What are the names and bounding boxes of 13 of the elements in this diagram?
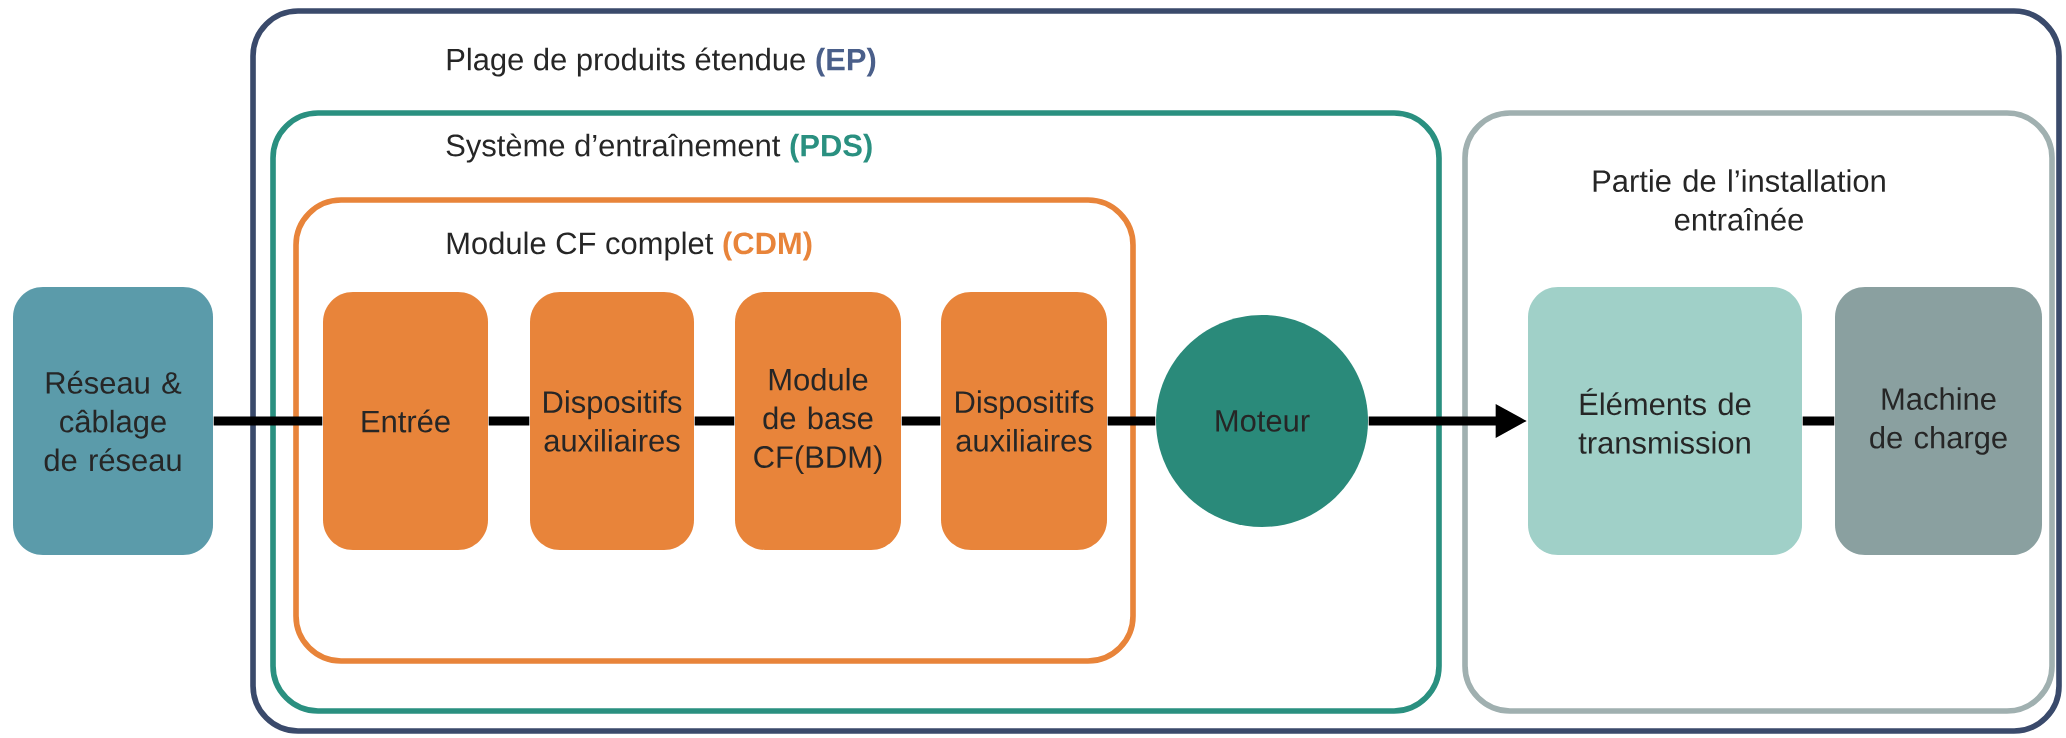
process-box: Entrée [323, 292, 488, 550]
process-box: Éléments de transmission [1528, 287, 1802, 555]
process-box: Dispositifs auxiliaires [530, 292, 694, 550]
connector-line [901, 416, 941, 426]
process-box: Machine de charge [1835, 287, 2042, 555]
connector-line [213, 416, 323, 426]
process-box: Dispositifs auxiliaires [941, 292, 1107, 550]
process-box: Module de base CF(BDM) [735, 292, 901, 550]
connector-line [1802, 416, 1835, 426]
process-box: Réseau & câblage de réseau [13, 287, 213, 555]
connector-line [694, 416, 735, 426]
connector-line [488, 416, 530, 426]
connector-line [1107, 416, 1156, 426]
